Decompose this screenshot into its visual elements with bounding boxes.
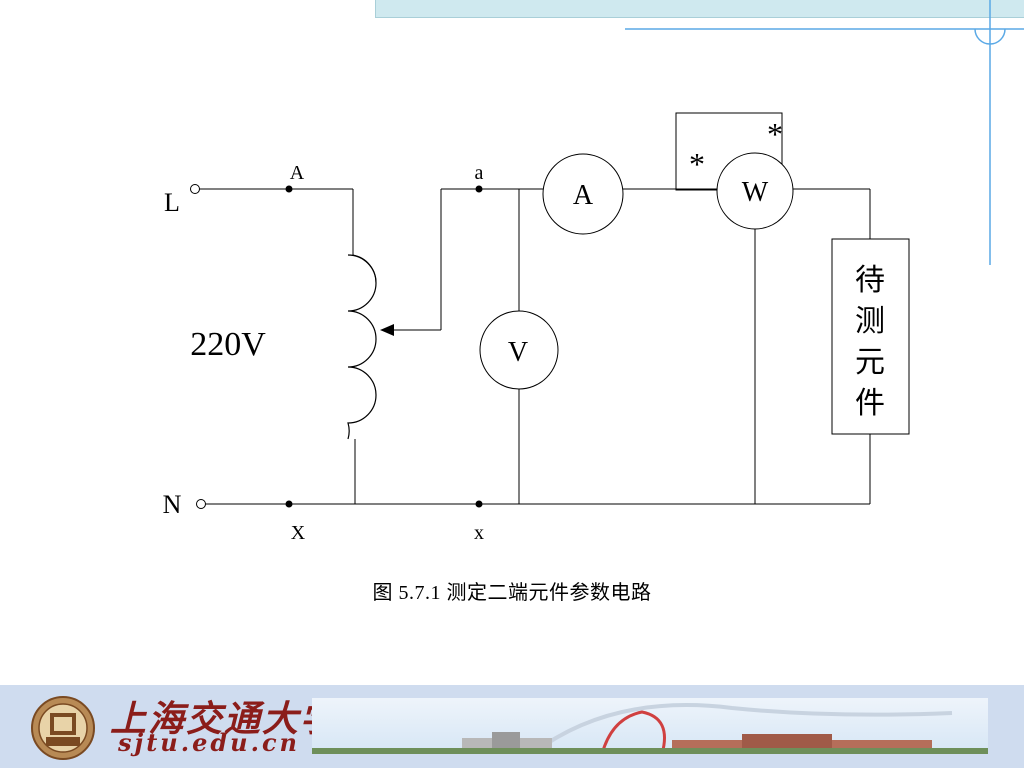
circuit-diagram: L N A X a x 220V A V W * * 待 测 元 件 — [163, 112, 910, 544]
node-dot-A — [285, 185, 293, 193]
node-x-label: x — [474, 522, 484, 544]
polarity-mark-current: * — [689, 146, 705, 182]
node-dot-X — [285, 500, 293, 508]
top-decor-band — [375, 0, 1024, 18]
terminal-N-label: N — [163, 490, 182, 519]
voltmeter-label: V — [508, 337, 528, 368]
component-char-4: 件 — [855, 387, 885, 420]
component-char-1: 待 — [855, 264, 885, 297]
terminal-L-label: L — [164, 188, 180, 217]
corner-crosshair-decor — [625, 0, 1024, 265]
polarity-mark-voltage: * — [767, 116, 783, 152]
university-seal-logo — [31, 696, 95, 760]
node-a-label: a — [475, 162, 484, 184]
ammeter-label: A — [573, 180, 594, 211]
wattmeter-label: W — [742, 177, 769, 208]
node-X-label: X — [291, 522, 306, 544]
campus-photo — [312, 698, 988, 754]
component-box-label: 待 测 元 件 — [855, 264, 885, 420]
source-voltage-label: 220V — [190, 326, 266, 363]
component-char-3: 元 — [855, 346, 885, 379]
university-name: 上海交通大学 — [110, 698, 339, 740]
node-dot-x — [475, 500, 483, 508]
component-char-2: 测 — [855, 305, 885, 338]
node-A-label: A — [290, 162, 305, 184]
slider-arrow-icon — [380, 324, 394, 336]
figure-caption: 图 5.7.1 测定二端元件参数电路 — [372, 582, 652, 604]
university-url: sjtu.edu.cn — [118, 728, 301, 757]
node-dot-a — [475, 185, 483, 193]
